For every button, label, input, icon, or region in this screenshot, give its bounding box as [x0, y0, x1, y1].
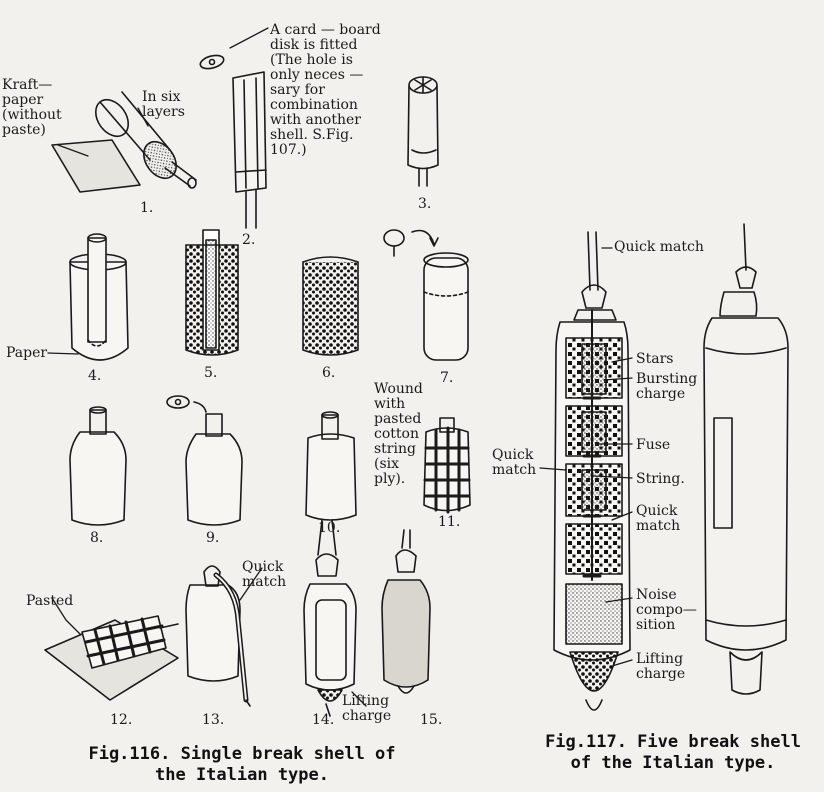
label-quick-match: Quick match	[242, 560, 286, 590]
caption-fig116-line1: Fig.116. Single break shell of	[88, 744, 395, 764]
label-quick-match-right: Quick match	[636, 504, 680, 534]
step-number-8: 8.	[90, 530, 103, 546]
five-break-shell-exterior	[704, 224, 788, 694]
step-number-14: 14.	[312, 712, 334, 728]
step-number-9: 9.	[206, 530, 219, 546]
label-noise-composition: Noise compo— sition	[636, 588, 697, 633]
step-13-drawing	[186, 566, 250, 706]
label-bursting-charge: Bursting charge	[636, 372, 697, 402]
label-fuse: Fuse	[636, 438, 670, 453]
step-number-10: 10.	[318, 520, 340, 536]
step-11-drawing	[424, 418, 470, 512]
label-stars: Stars	[636, 352, 673, 367]
step-number-1: 1.	[140, 200, 153, 216]
caption-fig116: Fig.116. Single break shell of the Itali…	[52, 744, 432, 786]
step-number-5: 5.	[204, 365, 217, 381]
step-4-drawing	[70, 234, 128, 360]
label-quick-match-top: Quick match	[614, 240, 704, 255]
caption-fig117-line1: Fig.117. Five break shell	[545, 732, 801, 752]
step-10-drawing	[306, 412, 356, 520]
label-kraft-paper: Kraft— paper (without paste)	[2, 78, 62, 138]
label-quick-match-left: Quick match	[492, 448, 536, 478]
caption-fig117-line2: of the Italian type.	[571, 753, 776, 773]
step-number-3: 3.	[418, 196, 431, 212]
step-6-drawing	[303, 257, 358, 355]
caption-fig116-line2: the Italian type.	[155, 765, 329, 785]
step-2-drawing	[199, 53, 266, 228]
label-wound-string: Wound with pasted cotton string (six ply…	[374, 382, 423, 487]
step-number-13: 13.	[202, 712, 224, 728]
step-3-drawing	[408, 77, 438, 186]
step-number-15: 15.	[420, 712, 442, 728]
step-15-drawing	[382, 530, 430, 693]
step-8-drawing	[70, 407, 126, 525]
label-string: String.	[636, 472, 685, 487]
step-12-drawing	[45, 616, 178, 700]
step-number-11: 11.	[438, 514, 460, 530]
step-number-2: 2.	[242, 232, 255, 248]
step-14-drawing	[304, 520, 356, 716]
step-number-4: 4.	[88, 368, 101, 384]
label-pasted: Pasted	[26, 594, 73, 609]
step-number-12: 12.	[110, 712, 132, 728]
caption-fig117: Fig.117. Five break shell of the Italian…	[524, 732, 822, 774]
step-number-7: 7.	[440, 370, 453, 386]
step-7-drawing	[384, 230, 468, 360]
step-9-drawing	[167, 396, 242, 525]
label-lifting-charge-117: Lifting charge	[636, 652, 685, 682]
step-number-6: 6.	[322, 365, 335, 381]
label-lifting-charge: Lifting charge	[342, 694, 391, 724]
step-5-drawing	[186, 230, 238, 355]
label-card-disk: A card — board disk is fitted (The hole …	[270, 23, 381, 158]
label-paper: Paper	[6, 346, 47, 361]
five-break-shell-section	[554, 232, 630, 710]
label-six-layers: In six layers	[142, 90, 185, 120]
